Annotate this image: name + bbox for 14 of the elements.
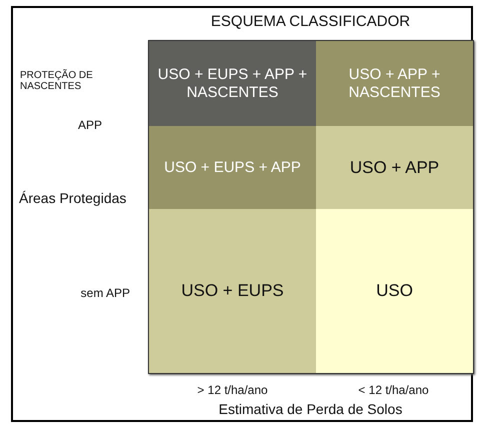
class-cell: USO + EUPS + APP [149, 126, 316, 209]
class-cell: USO + APP [316, 126, 473, 209]
class-cell: USO + APP + NASCENTES [316, 41, 473, 126]
row-label: APP [76, 118, 103, 132]
column-label: > 12 t/ha/ano [196, 383, 269, 397]
class-cell: USO [316, 209, 473, 373]
axis-title: Estimativa de Perda de Solos [218, 401, 404, 417]
axis-title: Áreas Protegidas [19, 190, 128, 206]
title: ESQUEMA CLASSIFICADOR [210, 13, 412, 30]
column-label: < 12 t/ha/ano [357, 383, 430, 397]
class-cell: USO + EUPS [149, 209, 316, 373]
row-label: sem APP [80, 286, 130, 300]
class-cell: USO + EUPS + APP + NASCENTES [149, 41, 316, 126]
row-label: PROTEÇÃO DE NASCENTES [20, 70, 94, 92]
